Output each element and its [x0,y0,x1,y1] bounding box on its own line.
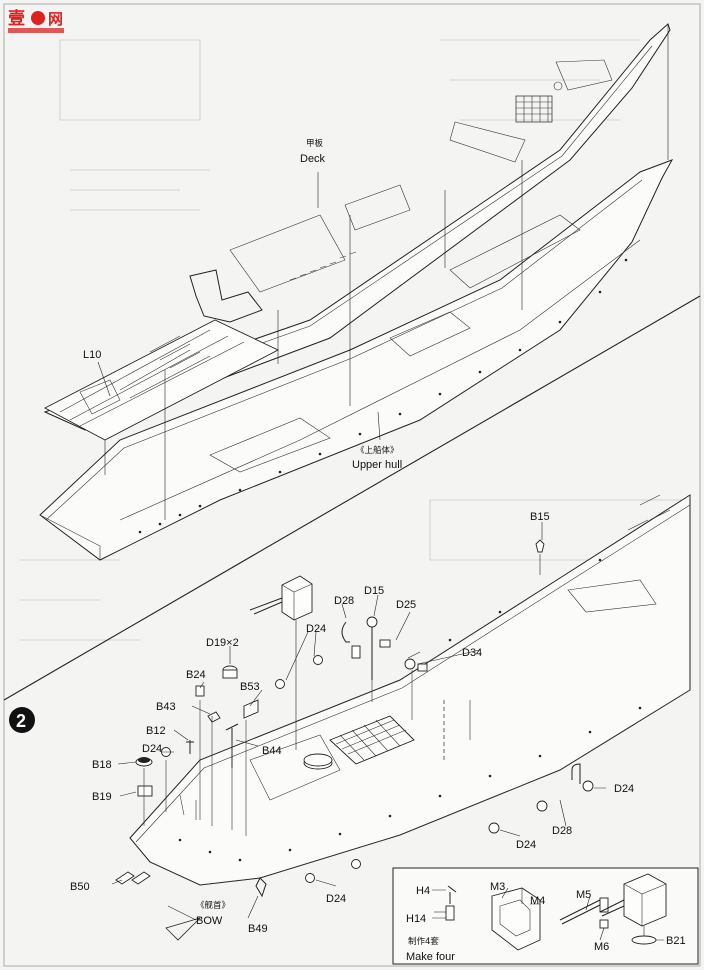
deck-part [43,23,671,431]
label-d25: D25 [396,599,416,611]
label-d24-mid: D24 [516,839,536,851]
deck-label-cn: 甲板 [306,138,324,149]
b24-part [195,685,205,697]
upper-hull-leader [377,411,381,441]
label-m4: M4 [530,895,545,907]
label-d19: D19×2 [206,637,239,649]
b15-part [535,539,545,553]
watermark-site: 网 [48,10,63,28]
label-b49: B49 [248,923,268,935]
hull-portholes [138,258,628,534]
label-b53: B53 [240,681,260,693]
bow-label-en: BOW [196,915,223,927]
label-b50: B50 [70,881,90,893]
d28-part [341,621,361,659]
label-h14: H14 [406,913,426,925]
b18-part [135,757,153,767]
small-turret-part [599,873,667,945]
d24-bottom-part [305,859,361,883]
watermark-logo: 壹 网 [8,8,64,33]
label-d28: D28 [334,595,354,607]
d24-part [275,655,323,689]
d34-part [404,658,428,672]
m3-m4-part [491,887,541,951]
make-four-cn: 制作4套 [408,936,439,947]
label-b44: B44 [262,745,282,757]
l10-leader [97,361,111,397]
deck-grid [515,81,563,123]
label-b43: B43 [156,701,176,713]
m5-m6-part [559,897,609,929]
vent-grid [329,715,415,765]
d25-part [379,639,391,648]
label-m5: M5 [576,889,591,901]
b19-part [137,785,153,797]
make-four-en: Make four [406,951,455,963]
watermark-brand: 壹 [8,8,25,29]
label-d24-left: D24 [142,743,162,755]
section-divider [3,295,701,701]
label-b21: B21 [666,935,686,947]
label-d24-right: D24 [614,783,634,795]
deck-label-en: Deck [300,153,326,165]
turret-part [249,575,313,621]
b12-part [186,740,194,754]
make-four-inset: H4 H14 M3 M4 M5 M6 B21 制作4套 Make four [392,867,699,965]
label-m6: M6 [594,941,609,953]
b21-part [631,935,657,945]
label-b15: B15 [530,511,550,523]
d19-part [222,665,238,679]
label-b19: B19 [92,791,112,803]
upper-assembly: 甲板 Deck L10 《上船体》 Upper hull [39,23,674,561]
d24-right-part [488,780,594,834]
label-d24: D24 [306,623,326,635]
label-b18: B18 [92,759,112,771]
step2-assembly: 2 [9,494,691,941]
label-b24: B24 [186,669,206,681]
b53-part [243,699,259,719]
upper-hull-label-cn: 《上船体》 [356,445,399,456]
upper-hull-label-en: Upper hull [352,459,402,471]
step-number: 2 [16,711,26,731]
deck-holes [178,558,642,862]
watermark-emblem [31,11,45,25]
h4-h14-part [434,885,457,921]
forward-deck-part [129,494,691,886]
d28-right-part [571,763,581,784]
step-number-badge [9,707,35,733]
b49-part [255,877,267,898]
b43-part [207,711,221,723]
label-d24-bottom: D24 [326,893,346,905]
l10-label: L10 [83,349,101,361]
label-b12: B12 [146,725,166,737]
label-d28-right: D28 [552,825,572,837]
page-border [3,3,701,967]
label-d15: D15 [364,585,384,597]
b50-part [115,871,151,885]
label-m3: M3 [490,881,505,893]
label-h4: H4 [416,885,430,897]
label-d34: D34 [462,647,482,659]
bow-label-cn: 《舰首》 [196,900,230,911]
bow-arrow [165,917,201,941]
d15-part [366,616,378,680]
